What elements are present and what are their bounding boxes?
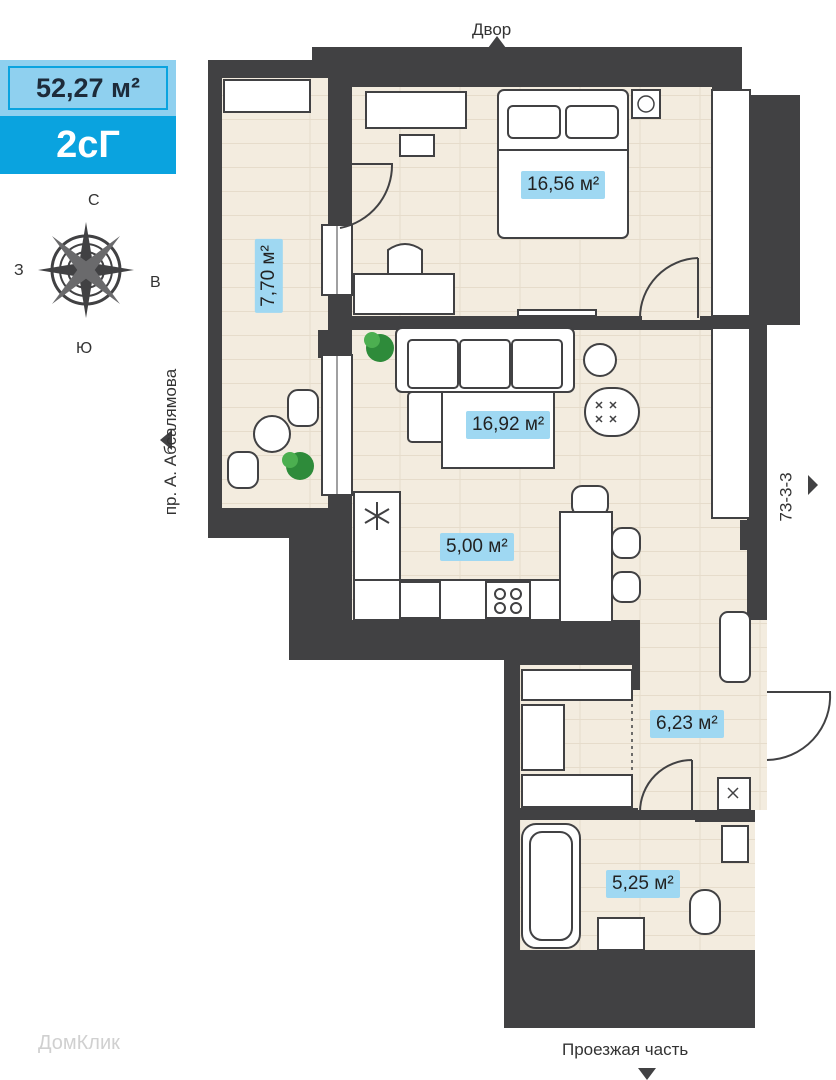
compass-west-label: З bbox=[14, 262, 24, 279]
top-side-label: Двор bbox=[472, 20, 512, 39]
total-area: 52,27 м² bbox=[35, 72, 141, 103]
plant-icon bbox=[282, 332, 394, 480]
arrow-left-icon bbox=[160, 430, 172, 450]
snowflake-icon bbox=[364, 502, 390, 530]
balcony-furniture bbox=[223, 79, 319, 489]
right-side-label: 73-3-3 bbox=[776, 472, 796, 522]
bedroom-furniture bbox=[353, 91, 597, 317]
room-area-kitchen: 5,00 м² bbox=[440, 533, 514, 561]
balcony-partition bbox=[321, 224, 353, 496]
compass-east-label: В bbox=[150, 274, 161, 291]
type-badge: 2сГ bbox=[0, 116, 176, 174]
kitchen-furniture bbox=[353, 491, 561, 621]
living-furniture bbox=[395, 327, 641, 623]
apartment-badge: 52,27 м² 2сГ bbox=[0, 60, 176, 176]
left-side-label: пр. А. Абсалямова bbox=[161, 368, 181, 516]
watermark: ДомКлик bbox=[38, 1032, 120, 1054]
compass-rose-icon bbox=[38, 222, 134, 318]
direction-arrows bbox=[160, 36, 818, 1080]
arrow-down-icon bbox=[638, 1068, 656, 1080]
compass-north-label: С bbox=[88, 192, 100, 209]
arrow-right-icon bbox=[808, 475, 818, 495]
bathroom-fixtures bbox=[521, 823, 749, 951]
room-area-living: 16,92 м² bbox=[466, 411, 551, 439]
wardrobes bbox=[521, 89, 751, 808]
arrow-up-icon bbox=[488, 36, 506, 48]
inner-walls bbox=[318, 62, 767, 1028]
room-area-bedroom: 16,56 м² bbox=[521, 171, 606, 199]
bottom-side-label: Проезжая часть bbox=[562, 1040, 689, 1059]
bed bbox=[497, 89, 661, 239]
room-area-balcony: 7,70 м² bbox=[254, 239, 283, 313]
apartment-type: 2сГ bbox=[56, 123, 120, 166]
room-area-bathroom: 5,25 м² bbox=[606, 870, 680, 898]
shoe-rack bbox=[717, 611, 751, 811]
area-badge-frame: 52,27 м² bbox=[8, 66, 168, 110]
room-area-hall: 6,23 м² bbox=[650, 710, 724, 738]
compass-south-label: Ю bbox=[76, 340, 93, 357]
chair-cross-marks bbox=[595, 401, 617, 423]
area-badge: 52,27 м² bbox=[0, 60, 176, 116]
